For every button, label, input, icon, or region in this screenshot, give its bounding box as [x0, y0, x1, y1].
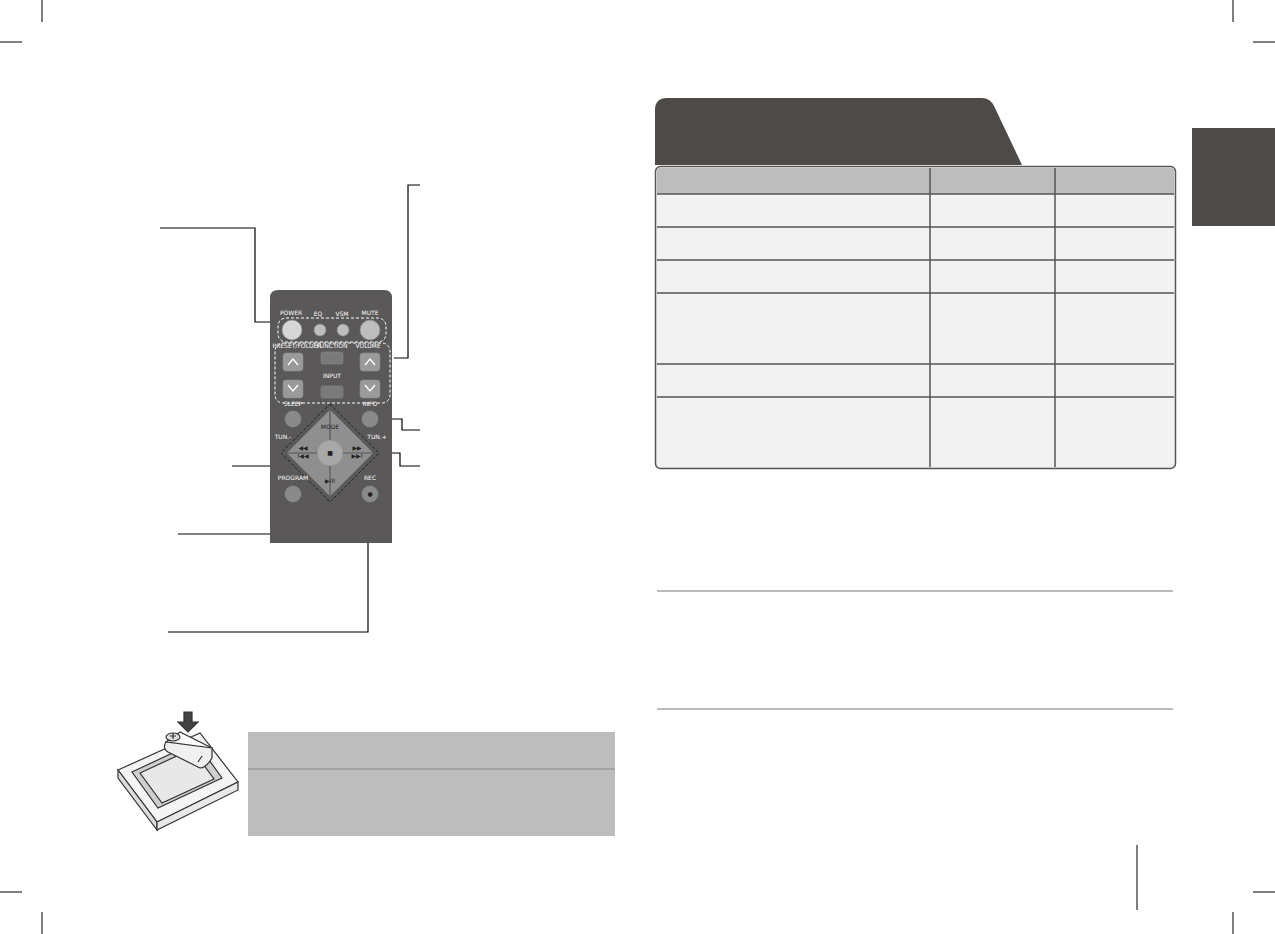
button-label: ▶▶I — [352, 453, 363, 459]
button-label: ◀◀ — [298, 445, 307, 451]
button-label: ▶/II — [325, 478, 335, 484]
leader-lines — [160, 185, 420, 632]
page-number-rule — [1137, 845, 1138, 910]
button-label: ■ — [327, 450, 333, 456]
button-label: FUNCTION — [316, 343, 347, 349]
remote-control — [270, 290, 392, 543]
button-label: I◀◀ — [298, 453, 309, 459]
battery-illustration — [118, 712, 238, 830]
button-label: POWER — [280, 310, 302, 316]
note-box — [248, 732, 615, 836]
button-label: PRESET/FOLDER — [273, 343, 322, 349]
button-label: INFO — [363, 401, 377, 407]
rule-lines — [657, 591, 1173, 709]
button-label: PROGRAM — [278, 475, 308, 481]
button-label: VOLUME — [355, 343, 380, 349]
button-label: ● — [367, 491, 372, 497]
button-label: REC — [364, 475, 376, 481]
button-label: INPUT — [323, 373, 341, 379]
button-label: MODE — [321, 424, 339, 430]
button-label: SLEEP — [284, 401, 302, 407]
section-tab — [1192, 128, 1275, 226]
heading-tab — [655, 98, 1022, 165]
button-label: ▶▶ — [352, 445, 361, 451]
button-label: TUN.+ — [367, 434, 386, 440]
button-label: VSM — [335, 311, 348, 317]
button-label: EQ — [314, 311, 323, 317]
table — [656, 167, 1176, 469]
button-label: TUN.- — [275, 434, 292, 440]
button-label: MUTE — [361, 310, 378, 316]
